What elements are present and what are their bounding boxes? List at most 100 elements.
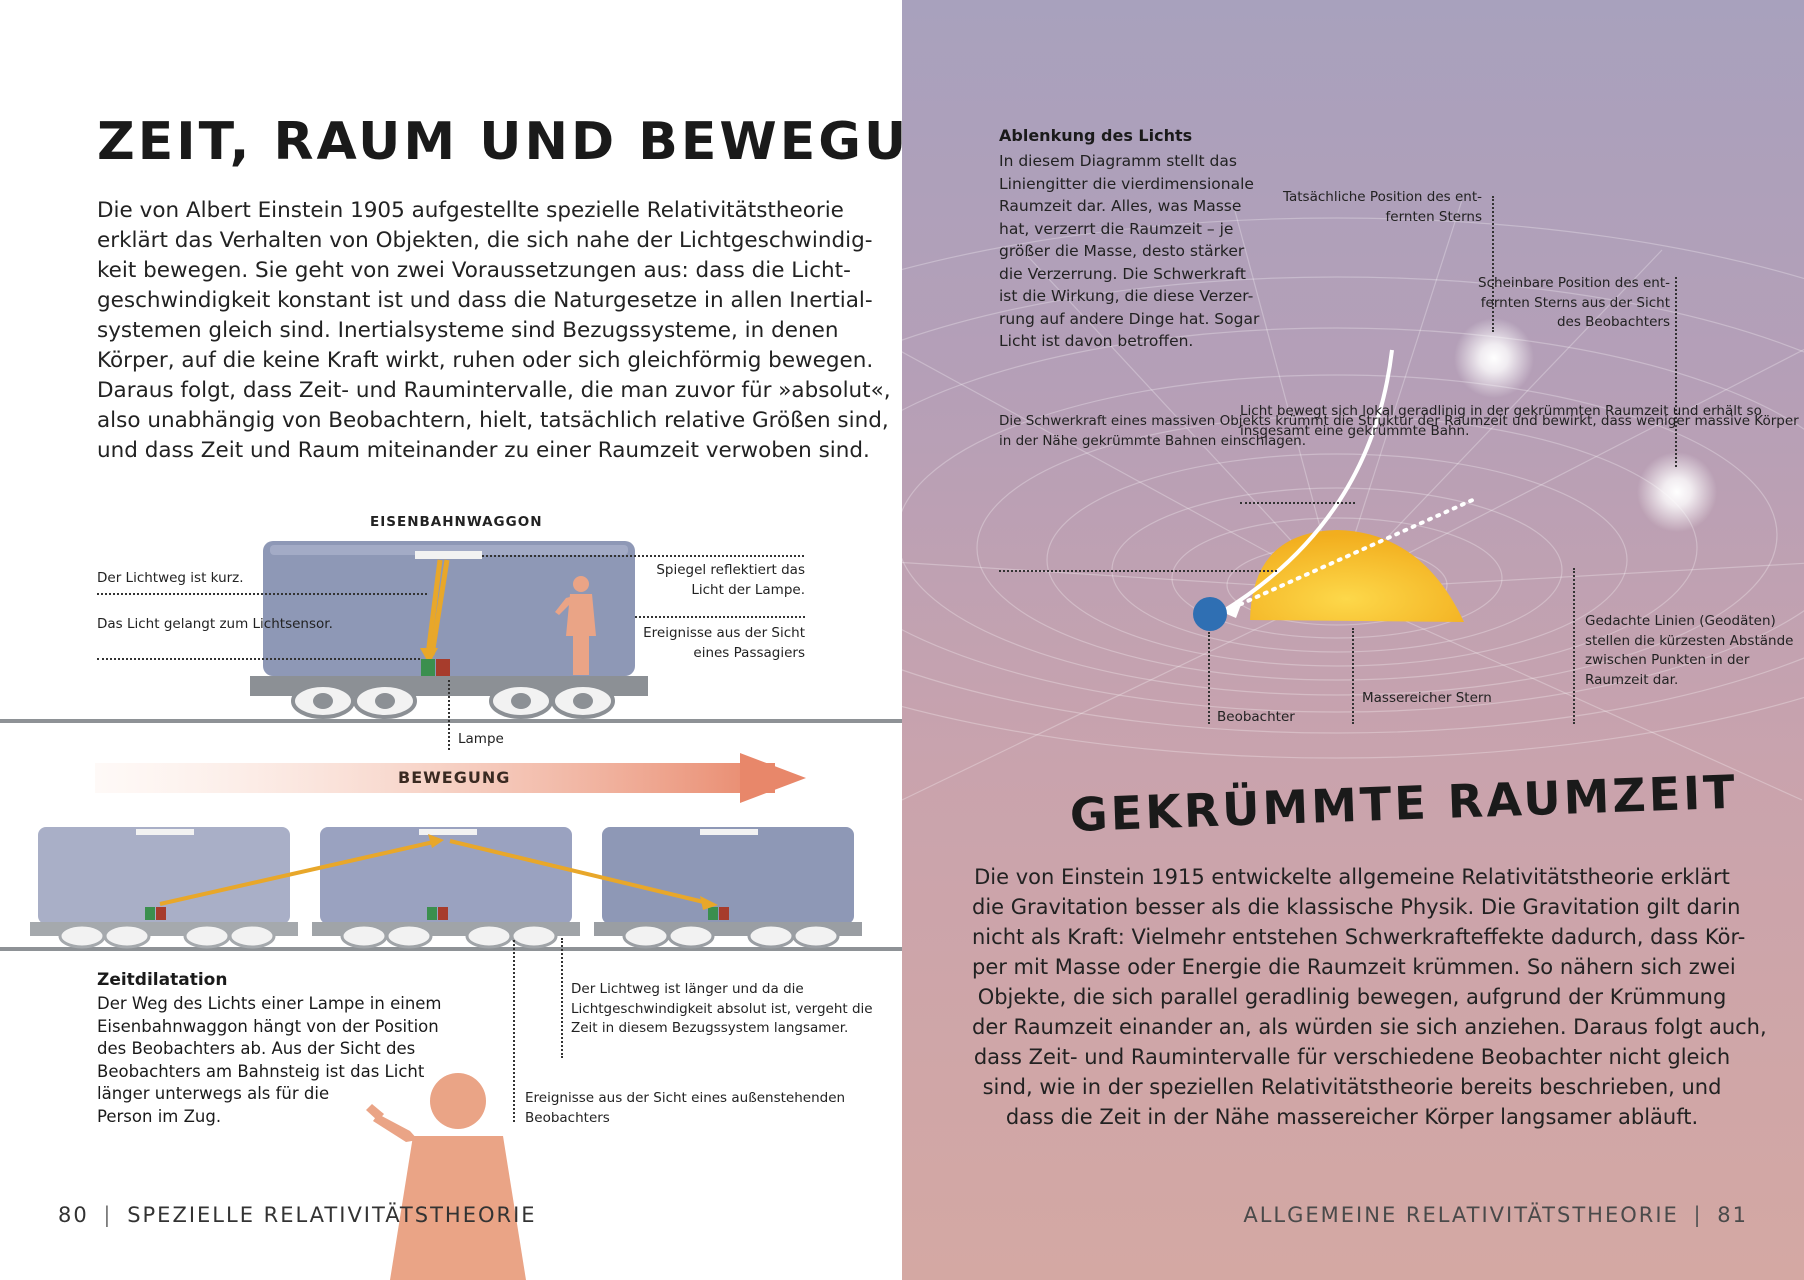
label-sensor: Das Licht gelangt zum Lichtsensor. (97, 615, 333, 635)
section-name: SPEZIELLE RELATIVITÄTSTHEORIE (127, 1203, 537, 1227)
label-line: Spiegel reflektiert (656, 562, 777, 578)
leader-line (1492, 196, 1494, 332)
leader-line (97, 593, 427, 595)
section-name: ALLGEMEINE RELATIVITÄTSTHEORIE (1243, 1203, 1679, 1227)
intro-line: Die von Albert Einstein 1905 aufgestellt… (97, 198, 844, 223)
label-line: gekrümmten Raumzeit (1513, 403, 1669, 419)
leader-line (1352, 628, 1354, 724)
label-light-path: Licht bewegt sich lokal geradlinig in de… (1240, 402, 1804, 441)
label-longer-path: Der Lichtweg ist länger und da die Licht… (571, 980, 902, 1039)
label-line: die kürzesten (1634, 632, 1726, 649)
label-line: Raumzeit dar. (1585, 671, 1679, 688)
label-line: Stern (1455, 690, 1492, 706)
wheel (353, 683, 417, 719)
deflection-line: Licht ist davon betroffen. (999, 332, 1194, 350)
label-observer: Beobachter (1217, 709, 1295, 725)
deflection-line: Raumzeit dar. Alles, was Masse (999, 197, 1242, 215)
wagon-body (263, 541, 635, 676)
leader-line (999, 570, 1277, 572)
massive-star (1250, 530, 1464, 622)
label-line: Bezugssystem langsamer. (671, 1020, 849, 1036)
motion-arrow (95, 753, 806, 803)
label-line: Ereignisse aus (643, 625, 741, 641)
label-line: fernten Sterns (1385, 208, 1482, 225)
observer-dot (1193, 597, 1227, 631)
label-gravity: Die Schwerkraft eines massiven Objekts k… (999, 412, 1804, 451)
intro-line: Körper, auf die keine Kraft wirkt, ruhen… (97, 348, 874, 373)
body-line: der Raumzeit einander an, als würden sie… (972, 1015, 1767, 1039)
label-massive-star: Massereicher Stern (1362, 689, 1492, 709)
label-line: Das Licht gelangt (97, 616, 216, 632)
deflection-line: In diesem Diagramm stellt das (999, 152, 1237, 170)
deflection-line: ist die Wirkung, die diese Verzer- (999, 287, 1254, 305)
lamp (436, 659, 450, 676)
label-line: lokal geradlinig in der (1362, 403, 1510, 419)
page-title-left: ZEIT, RAUM UND BEWEGUNG (97, 112, 902, 172)
label-line: eine gekrümmte Bahn. (1314, 422, 1470, 439)
label-line: krümmt die Struktur (1275, 413, 1414, 429)
label-line: Nähe gekrümmte (1042, 432, 1161, 449)
page-number: 81 (1717, 1203, 1748, 1227)
leader-line (448, 680, 450, 750)
label-line: das Licht der Lampe. (691, 562, 805, 598)
leader-line (1208, 632, 1210, 724)
intro-line: Daraus folgt, dass Zeit- und Rauminterva… (97, 378, 891, 403)
deflection-line: größer die Masse, desto stärker (999, 242, 1245, 260)
dilation-line: des Beobachters ab. Aus der Sicht des (97, 1039, 416, 1058)
body-line: Die von Einstein 1915 entwickelte allgem… (974, 865, 1730, 889)
body-line: per mit Masse oder Energie die Raumzeit … (972, 955, 1736, 979)
apparent-star-position (1637, 452, 1717, 532)
label-passenger-events: Ereignisse aus der Sicht eines Passagier… (620, 624, 805, 663)
label-light-short: Der Lichtweg ist kurz. (97, 570, 244, 586)
light-path-down (449, 839, 709, 905)
dilation-line: länger unterwegs als für die (97, 1084, 330, 1103)
intro-line: keit bewegen. Sie geht von zwei Vorausse… (97, 258, 851, 283)
label-line: Tatsächliche (1282, 189, 1366, 205)
folio-divider: | (1693, 1203, 1703, 1227)
intro-line: und dass Zeit und Raum miteinander zu ei… (97, 438, 870, 463)
light-path-curved (1220, 349, 1394, 614)
right-page: Ablenkung des Lichts In diesem Diagramm … (902, 0, 1804, 1280)
label-line: ist, vergeht die Zeit in diesem (571, 1000, 873, 1037)
wheel (551, 683, 615, 719)
page-number: 80 (58, 1203, 89, 1227)
label-line: Die Schwerkraft eines (999, 413, 1147, 429)
label-line: Scheinbare (1478, 275, 1554, 291)
folio-left: 80 | SPEZIELLE RELATIVITÄTSTHEORIE (58, 1203, 537, 1227)
deflection-line: Liniengitter die vierdimensionale (999, 174, 1254, 193)
train-illustration (0, 541, 902, 1280)
moving-wagon (312, 827, 580, 949)
label-line: zum Lichtsensor. (219, 616, 333, 632)
label-line: Passagiers (733, 644, 805, 661)
spacetime-diagram (902, 199, 1804, 801)
dilation-text: Der Weg des Lichts einer Lampe in einem … (97, 993, 442, 1128)
label-geodesics: Gedachte Linien (Geodäten) stellen die k… (1585, 612, 1804, 690)
label-line: und erhält so insgesamt (1240, 403, 1762, 439)
motion-label: BEWEGUNG (398, 768, 511, 787)
wagon-title: EISENBAHNWAGGON (370, 514, 543, 530)
label-line: Bahnen einschlagen. (1164, 432, 1307, 449)
label-line: Position des ent- (1557, 275, 1670, 291)
actual-star-position (1454, 318, 1534, 398)
deflection-title: Ablenkung des Lichts (999, 126, 1193, 145)
label-line: Position des ent- (1369, 189, 1482, 205)
wheel (489, 683, 553, 719)
label-line: bewirkt, dass weniger (1541, 413, 1691, 429)
dilation-title: Zeitdilatation (97, 970, 228, 990)
intro-paragraph: Die von Albert Einstein 1905 aufgestellt… (97, 196, 891, 466)
label-line: Abstände zwischen (1585, 632, 1794, 669)
body-line: nicht als Kraft: Vielmehr entstehen Schw… (972, 925, 1746, 949)
label-apparent-star: Scheinbare Position des ent- fernten Ste… (1462, 274, 1670, 333)
deflection-line: hat, verzerrt die Raumzeit – je (999, 219, 1234, 238)
label-line: aus der Sicht des (1556, 294, 1670, 331)
intro-line: erklärt das Verhalten von Objekten, die … (97, 228, 873, 253)
leader-line (1675, 277, 1677, 467)
intro-line: also unabhängig von Beobachtern, hielt, … (97, 408, 889, 433)
light-ray (425, 559, 443, 656)
label-line: Massereicher (1362, 690, 1452, 706)
outside-observer-figure (366, 1073, 526, 1280)
label-line: (Geodäten) stellen (1585, 613, 1776, 649)
light-path-arrowhead (700, 896, 718, 910)
passenger-figure (555, 576, 596, 675)
label-line: massive Körper in der (999, 413, 1799, 449)
